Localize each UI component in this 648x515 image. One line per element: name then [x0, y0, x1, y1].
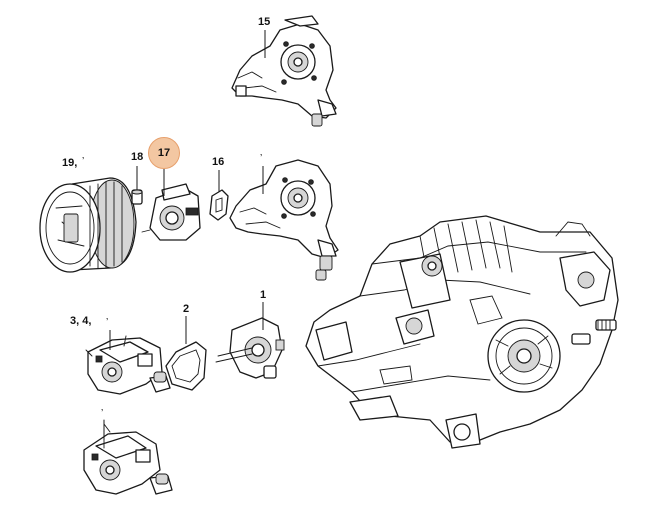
part-1-manifold[interactable]	[215, 317, 285, 379]
engine-housing	[305, 215, 619, 449]
part-16-gasket[interactable]	[209, 189, 229, 221]
callout-17-highlight[interactable]: 17	[148, 137, 180, 169]
part-17-adapter[interactable]	[141, 183, 201, 241]
tick-mark: ’	[82, 156, 85, 167]
callout-17-label: 17	[157, 147, 171, 159]
callout-16-label[interactable]: 16	[212, 156, 225, 168]
tick-mark: ’	[101, 408, 104, 419]
callout-19-label[interactable]: 19,	[62, 157, 78, 169]
callout-18-label[interactable]: 18	[131, 151, 144, 163]
part-3-4-carburetor-alt[interactable]	[83, 419, 173, 495]
part-19-air-filter[interactable]	[39, 177, 137, 273]
part-3-4-carburetor[interactable]	[85, 335, 171, 395]
part-18-nut[interactable]	[131, 189, 143, 205]
part-15-shroud[interactable]	[231, 15, 337, 127]
tick-mark: ’	[106, 317, 109, 328]
callout-3-4-label[interactable]: 3, 4,	[70, 315, 92, 327]
tick-mark: ’	[260, 153, 263, 164]
callout-1-label[interactable]: 1	[260, 289, 267, 301]
callout-2-label[interactable]: 2	[183, 303, 190, 315]
part-2-gasket[interactable]	[165, 341, 207, 391]
part-16-shroud[interactable]	[229, 159, 339, 281]
callout-15-label[interactable]: 15	[258, 16, 271, 28]
